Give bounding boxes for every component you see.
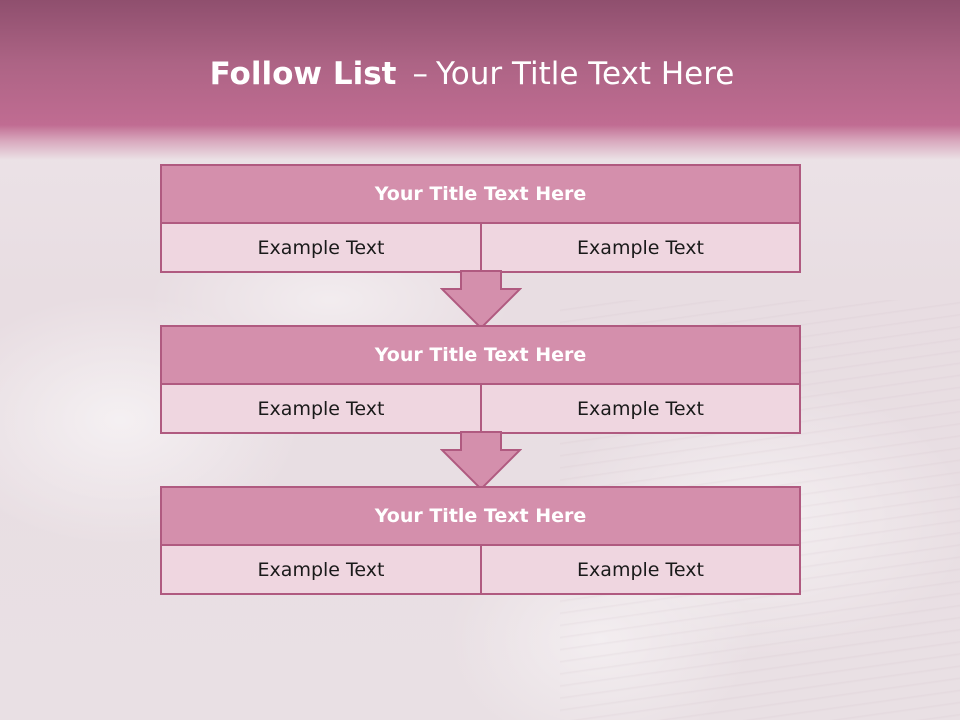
block-cell-right: Example Text	[480, 544, 801, 595]
header-band	[0, 0, 960, 160]
title-dash: –	[412, 56, 428, 92]
block-cell-left: Example Text	[160, 544, 482, 595]
block-cell-left: Example Text	[160, 222, 482, 273]
list-block-3: Your Title Text Here Example Text Exampl…	[160, 486, 801, 595]
block-cell-right: Example Text	[480, 383, 801, 434]
block-cell-right: Example Text	[480, 222, 801, 273]
block-cell-left: Example Text	[160, 383, 482, 434]
block-title: Your Title Text Here	[160, 325, 801, 385]
title-bold: Follow List	[209, 56, 397, 92]
list-block-2: Your Title Text Here Example Text Exampl…	[160, 325, 801, 434]
slide-title: Follow List–Your Title Text Here	[0, 56, 944, 92]
block-title: Your Title Text Here	[160, 164, 801, 224]
down-arrow-icon	[440, 431, 522, 491]
down-arrow-icon	[440, 270, 522, 330]
title-rest: Your Title Text Here	[435, 56, 735, 92]
list-block-1: Your Title Text Here Example Text Exampl…	[160, 164, 801, 273]
block-title: Your Title Text Here	[160, 486, 801, 546]
